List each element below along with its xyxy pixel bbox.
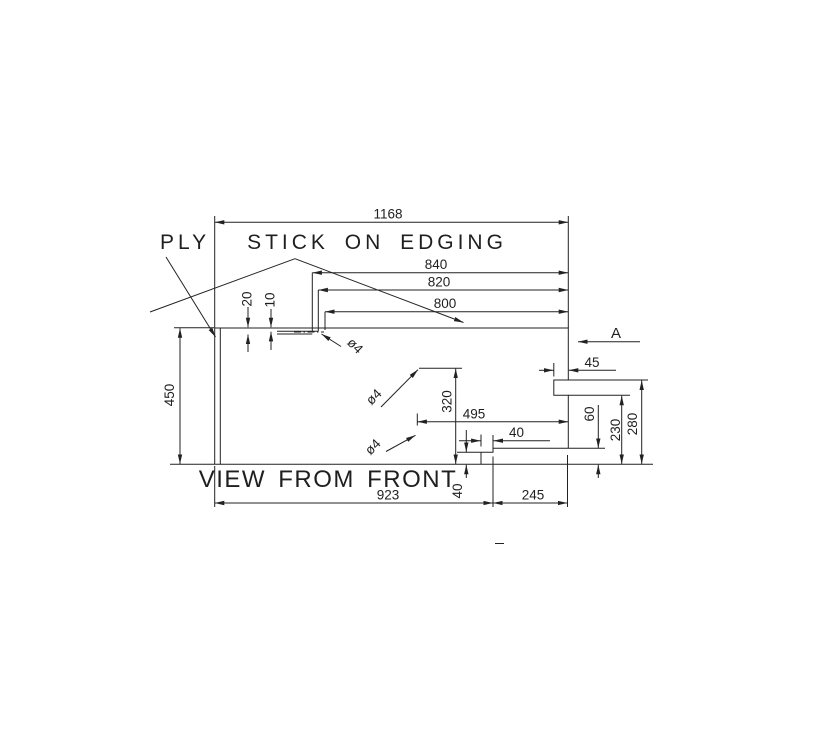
hole-dia-top-label: ø4 [344,335,366,357]
dim-320-label: 320 [440,390,455,413]
hole-dia-mid-label: ø4 [363,386,385,408]
hole-dia-low-label: ø4 [362,436,384,458]
extension-lines [174,216,648,507]
edging-leader-right [294,258,464,323]
section-marker-label: A [611,325,621,342]
edging-note-label: STICK ON EDGING [247,231,507,254]
material-label: PLY [160,231,210,254]
hole-leader-top [321,333,342,347]
bottom-right-step-edge [457,447,605,453]
dim-840-label: 840 [425,257,448,272]
dimension-lines [177,220,644,506]
dim-245-label: 245 [522,488,545,503]
edging-leader-left [149,258,296,313]
dim-800-label: 800 [434,296,457,311]
dim-40h-label: 40 [450,483,465,498]
dim-495-label: 495 [463,407,486,422]
dim-230-label: 230 [608,419,623,442]
hole-leader-low [385,434,416,452]
drawing-text: PLY STICK ON EDGING VIEW FROM FRONT A 11… [160,207,640,503]
dim-280-label: 280 [625,413,640,436]
dim-820-label: 820 [428,275,451,290]
view-title-label: VIEW FROM FRONT [199,466,457,493]
dim-1168-label: 1168 [373,207,402,222]
panel-edge-path [214,327,569,465]
hole-leader-mid [380,369,419,408]
dim-40w-label: 40 [509,425,524,440]
dim-10-label: 10 [263,292,278,307]
dim-60-label: 60 [582,406,597,421]
dim-923-label: 923 [377,488,400,503]
dim-45-label: 45 [584,355,599,370]
dim-450-label: 450 [162,384,177,407]
leader-lines [149,256,504,544]
dim-20-label: 20 [240,291,255,306]
panel-outline [170,327,653,465]
